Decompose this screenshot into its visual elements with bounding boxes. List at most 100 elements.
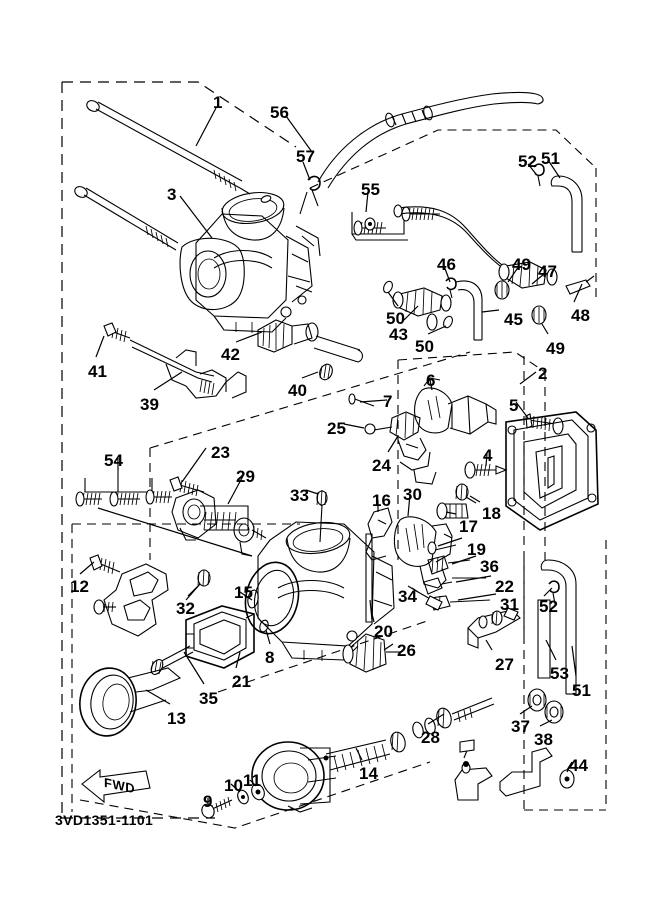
callout-14: 14	[359, 764, 378, 783]
callout-1: 1	[213, 93, 223, 112]
part-screw-41	[103, 322, 131, 343]
part-clip-46	[445, 277, 457, 299]
callout-4: 4	[483, 446, 493, 465]
part-washer-38	[544, 700, 564, 724]
part-washer-37	[527, 688, 547, 712]
callout-48: 48	[571, 306, 590, 325]
callout-11: 11	[243, 771, 261, 790]
part-screw-55b	[401, 206, 440, 222]
part-screw-54a	[75, 491, 102, 507]
part-t-fitting-43	[392, 287, 452, 331]
part-hose-56	[317, 91, 544, 189]
callout-52-top: 52	[518, 152, 537, 171]
callout-34: 34	[398, 587, 417, 606]
group-frame-lower-left	[71, 523, 300, 812]
part-needle-25	[364, 423, 393, 435]
callout-31: 31	[500, 595, 519, 614]
callout-7: 7	[383, 392, 393, 411]
part-linkage-rod-39	[129, 339, 247, 399]
part-screw-23	[169, 476, 205, 497]
callout-26: 26	[397, 641, 416, 660]
callout-52-bottom: 52	[539, 597, 558, 616]
part-plate-29	[171, 489, 217, 541]
part-washers-28	[390, 697, 495, 753]
part-hose-51-bottom	[540, 559, 577, 695]
callout-51-top: 51	[541, 149, 560, 168]
part-plug-48	[565, 275, 595, 295]
part-holder-24	[389, 411, 437, 485]
part-spring-14	[325, 739, 391, 773]
part-oring-50-b	[443, 315, 453, 329]
part-oring-15	[247, 589, 259, 609]
group-frame-lower-band	[79, 619, 431, 829]
callout-8: 8	[265, 648, 275, 667]
callout-19: 19	[467, 540, 486, 559]
callout-38: 38	[534, 730, 553, 749]
callout-53: 53	[550, 664, 569, 683]
callout-9: 9	[203, 792, 213, 811]
part-pin-7	[348, 393, 375, 407]
callout-6: 6	[426, 371, 436, 390]
part-screw-4	[464, 461, 508, 479]
group-frame-outer	[61, 81, 297, 819]
callout-27: 27	[495, 655, 514, 674]
part-pump-30	[393, 516, 453, 589]
callout-51-bottom: 51	[572, 681, 591, 700]
part-screws-54	[75, 470, 253, 557]
part-bracket-44	[499, 747, 575, 797]
callout-57: 57	[296, 147, 315, 166]
part-cap-13	[79, 667, 182, 737]
part-clip-52-bottom	[548, 580, 560, 605]
callout-22: 22	[495, 577, 514, 596]
callout-20: 20	[374, 622, 393, 641]
part-fuel-pipe-main	[393, 204, 509, 273]
part-diaphragm-6	[413, 377, 497, 435]
diagram-part-number: 3VD1351-1101	[55, 812, 154, 828]
callout-16: 16	[372, 491, 391, 510]
fwd-label: FWD	[104, 774, 136, 797]
callout-42: 42	[221, 345, 240, 364]
part-bracket-small-left	[454, 739, 493, 801]
part-linkage-42	[257, 319, 319, 353]
callout-49-upper: 49	[512, 255, 531, 274]
callout-47: 47	[538, 262, 557, 281]
part-clip-52-top	[533, 163, 545, 187]
part-screw-26	[342, 633, 400, 673]
part-screw-54c	[145, 489, 172, 505]
part-intake-boot	[505, 411, 599, 531]
callout-35: 35	[199, 689, 218, 708]
callout-25: 25	[327, 419, 346, 438]
callout-23: 23	[211, 443, 230, 462]
callout-56: 56	[270, 103, 289, 122]
part-washer-10	[237, 789, 249, 805]
part-washer-49-upper	[494, 280, 510, 300]
callout-49-lower: 49	[546, 339, 565, 358]
part-bushing-17	[436, 502, 469, 520]
callout-46: 46	[437, 255, 456, 274]
callout-50-a: 50	[386, 309, 405, 328]
part-screw-33	[316, 489, 328, 543]
part-bracket-27	[467, 607, 521, 649]
callout-33: 33	[290, 486, 309, 505]
callout-54: 54	[104, 451, 123, 470]
part-carburetor-body-upper	[179, 191, 321, 333]
part-screw-18	[455, 483, 477, 504]
callout-15: 15	[234, 583, 253, 602]
callout-43: 43	[389, 325, 408, 344]
part-washer-11	[251, 783, 265, 801]
group-frame-top-right	[309, 129, 597, 300]
part-plate-20	[365, 533, 375, 623]
callout-45: 45	[504, 310, 523, 329]
callout-28: 28	[421, 728, 440, 747]
part-screw-54b	[109, 491, 140, 507]
part-bracket-32	[93, 563, 211, 637]
callout-13: 13	[167, 709, 186, 728]
group-frame-right-lower	[523, 540, 607, 811]
callout-10: 10	[224, 776, 243, 795]
callout-3: 3	[167, 185, 177, 204]
callout-55: 55	[361, 180, 380, 199]
callout-40: 40	[288, 381, 307, 400]
part-nut-36	[427, 555, 471, 575]
